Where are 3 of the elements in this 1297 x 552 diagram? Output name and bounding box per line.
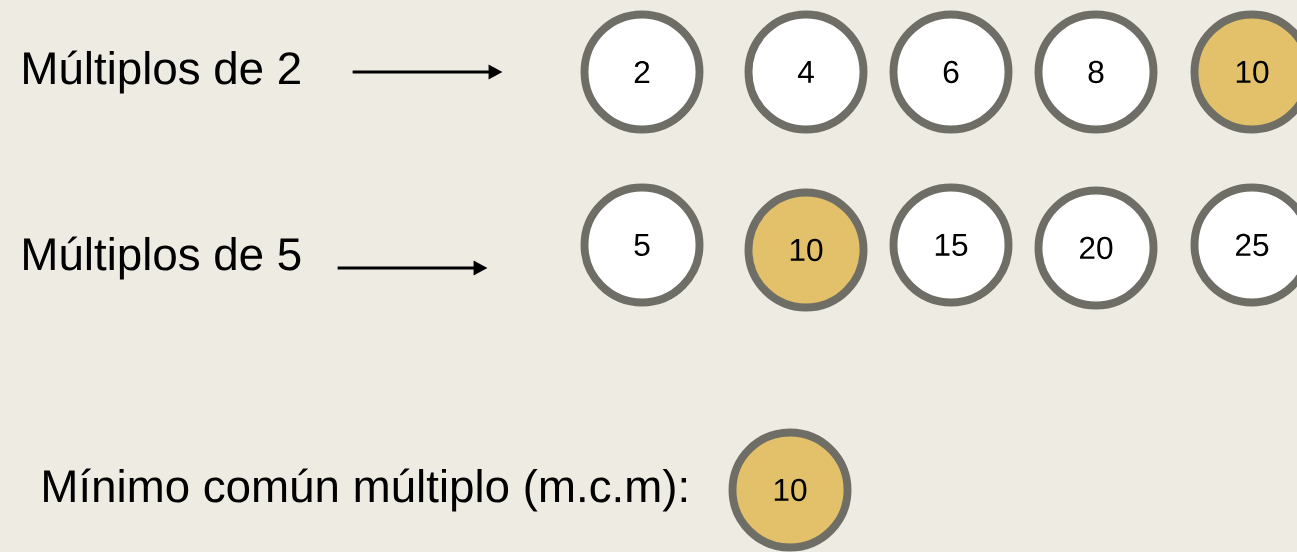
- row-label: Múltiplos de 5: [24, 236, 301, 280]
- row-label: Múltiplos de 2: [24, 50, 300, 94]
- caption-label: Mínimo común múltiplo (m.c.m):: [44, 468, 686, 512]
